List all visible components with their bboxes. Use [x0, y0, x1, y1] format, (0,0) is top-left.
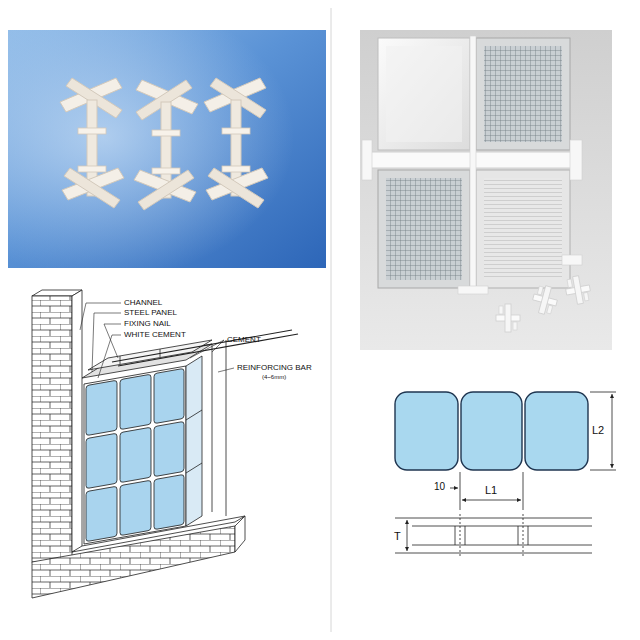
dimension-label: 10 [434, 482, 445, 492]
part-label: CEMENT [227, 336, 261, 344]
part-label: REINFORCING BAR [237, 364, 312, 372]
dimension-label: L1 [485, 485, 497, 496]
size-note: (4~6mm) [262, 374, 286, 380]
part-label: STEEL PANEL [124, 309, 177, 317]
part-label: WHITE CEMENT [124, 331, 186, 339]
part-label: CHANNEL [124, 299, 162, 307]
dimension-label: L2 [592, 425, 604, 436]
part-label: FIXING NAIL [124, 320, 171, 328]
dimension-label: T [394, 531, 401, 542]
